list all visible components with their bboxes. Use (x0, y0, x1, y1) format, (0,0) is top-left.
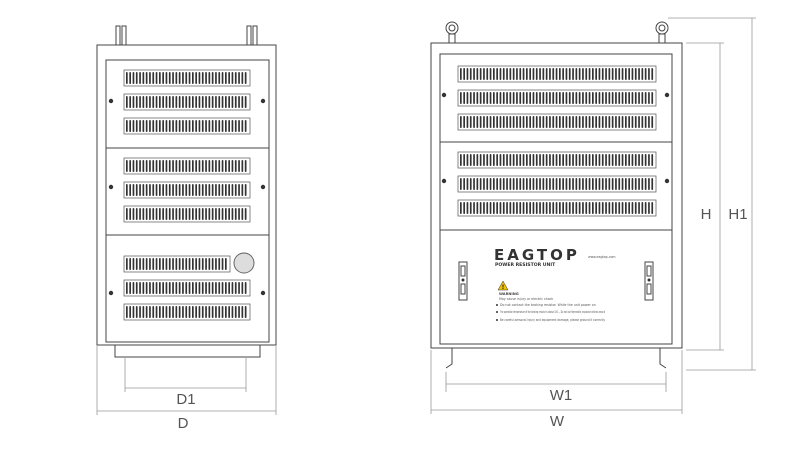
side-screws (108, 98, 266, 296)
front-lifting-eye-left (445, 21, 459, 44)
front-vent-slots (457, 65, 657, 217)
dim-label-d1: D1 (176, 391, 195, 408)
svg-text:!: ! (502, 284, 505, 291)
vent-slot-row (123, 117, 251, 135)
warning-line-1: Do not contact the braking resistor. Whi… (500, 303, 596, 307)
side-base (114, 344, 261, 358)
vent-slot-row (123, 157, 251, 175)
front-latch-right (644, 261, 654, 301)
front-foot-left (445, 348, 453, 369)
warning-bullets (496, 304, 498, 321)
vent-slot-row (457, 175, 657, 193)
vent-slot-row (123, 93, 251, 111)
dim-label-h1: H1 (728, 206, 747, 223)
brand-website: www.eagtop.com (588, 255, 616, 259)
front-dimensions (430, 17, 756, 414)
product-name: POWER RESISTOR UNIT (495, 262, 556, 268)
vent-slot-row (123, 181, 251, 199)
vent-slot-row (457, 65, 657, 83)
warning-line-3: Be careful personal injury and equipment… (500, 318, 605, 322)
front-latch-left (458, 261, 468, 301)
side-vent-slots (123, 69, 251, 321)
front-lifting-eye-right (655, 21, 669, 44)
front-screws (441, 92, 670, 184)
side-dimensions (96, 346, 277, 415)
dim-label-w: W (550, 413, 565, 430)
vent-slot-row (123, 279, 251, 297)
vent-slot-row (457, 199, 657, 217)
brand-logo: EAGTOP (494, 246, 580, 264)
front-view (430, 21, 683, 369)
vent-slot-row (123, 255, 231, 273)
dim-label-h: H (701, 206, 712, 223)
front-foot-right (659, 348, 667, 369)
vent-slot-row (457, 151, 657, 169)
side-view (96, 25, 277, 358)
warning-subtitle: May cause injury or electric shock (499, 297, 553, 301)
dim-label-d: D (178, 415, 189, 432)
vent-slot-row (457, 89, 657, 107)
side-lifting-bar-left (115, 25, 127, 47)
vent-slot-row (123, 69, 251, 87)
label-panel: EAGTOP POWER RESISTOR UNIT www.eagtop.co… (494, 246, 616, 322)
vent-slot-row (123, 303, 251, 321)
side-lifting-bar-right (246, 25, 258, 47)
side-round-vent (233, 252, 255, 274)
vent-slot-row (123, 205, 251, 223)
warning-triangle-icon: ! (497, 280, 509, 291)
warning-line-2: The operation temperature of the braking… (499, 310, 605, 314)
warning-title: WARNING (499, 292, 519, 296)
vent-slot-row (457, 113, 657, 131)
dim-label-w1: W1 (550, 387, 573, 404)
